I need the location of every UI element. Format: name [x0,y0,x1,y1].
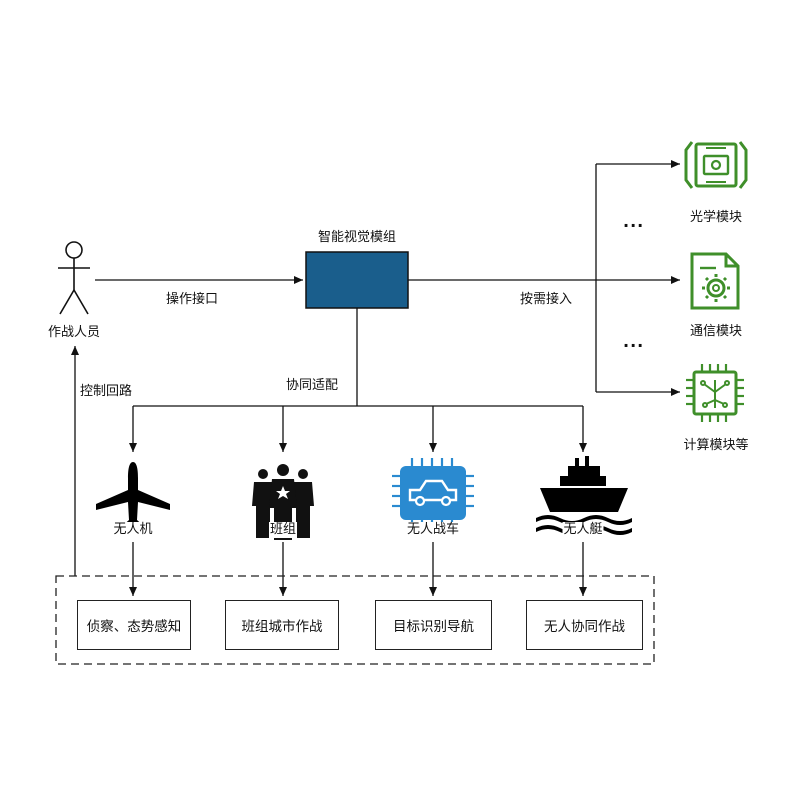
edge-label-collab-adapt: 协同适配 [286,378,339,393]
platform-label-squad: 班组 [268,522,298,538]
task-label-coop: 无人协同作战 [544,619,625,635]
vehicle-chip-icon[interactable] [392,458,474,528]
edge-platforms-to-tasks [129,542,587,596]
task-box-coop[interactable]: 无人协同作战 [526,600,643,650]
edge-label-operate-interface: 操作接口 [166,292,219,307]
task-box-urban[interactable]: 班组城市作战 [225,600,339,650]
airplane-icon[interactable] [96,462,170,532]
communication-module-icon [690,252,740,310]
task-group-dashed-frame [55,575,655,665]
edge-label-control-loop: 控制回路 [80,384,133,399]
task-box-recon[interactable]: 侦察、态势感知 [77,600,191,650]
operator-label: 作战人员 [47,325,101,340]
vision-module-label: 智能视觉模组 [317,230,397,245]
platform-label-usv: 无人艇 [562,522,604,538]
platform-label-uav: 无人机 [112,522,154,538]
task-label-urban: 班组城市作战 [241,619,323,635]
operator-figure-icon [58,241,90,315]
task-label-target: 目标识别导航 [393,619,474,635]
edge-label-on-demand-access: 按需接入 [520,292,573,307]
module-label-compute: 计算模块等 [683,438,749,453]
edge-module-to-platforms [129,308,587,452]
compute-chip-icon [686,364,744,422]
optical-module-icon [684,141,748,189]
platform-label-ugv: 无人战车 [405,522,461,538]
task-label-recon: 侦察、态势感知 [86,619,182,635]
task-box-target[interactable]: 目标识别导航 [375,600,492,650]
vision-module-box[interactable] [305,251,409,309]
module-label-optical: 光学模块 [689,210,743,225]
ellipsis-upper: ... [623,212,645,231]
edge-module-to-components [408,160,680,396]
module-label-communication: 通信模块 [689,324,743,339]
ellipsis-lower: ... [623,332,645,351]
